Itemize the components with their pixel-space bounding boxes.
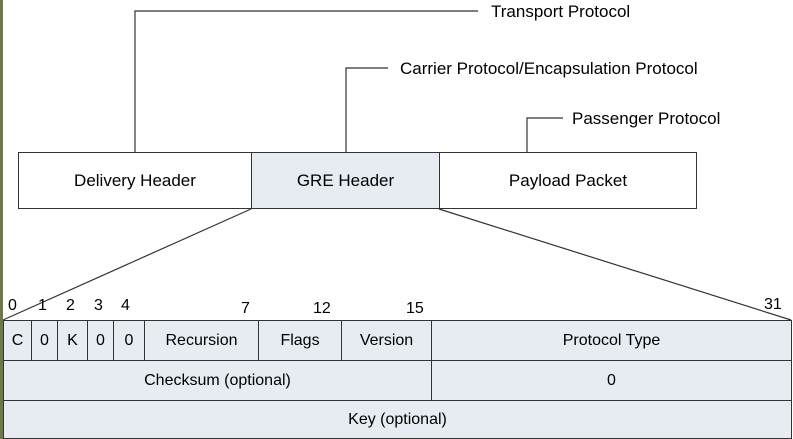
field-c: C (3, 320, 32, 361)
carrier-callout-line (345, 67, 388, 152)
field-k: K (57, 320, 88, 361)
left-edge-bar (0, 0, 3, 439)
carrier-protocol-label: Carrier Protocol/Encapsulation Protocol (400, 59, 698, 78)
bit-number-15: 15 (406, 300, 424, 317)
bit-number-1: 1 (38, 297, 47, 314)
transport-protocol-label: Transport Protocol (491, 2, 631, 21)
passenger-protocol-label: Passenger Protocol (572, 109, 721, 128)
bit-number-2: 2 (66, 297, 75, 314)
bit-number-4: 4 (121, 297, 130, 314)
bit-number-0: 0 (8, 297, 17, 314)
zoom-line-right (438, 208, 792, 321)
bit-number-3: 3 (94, 297, 103, 314)
field-version: Version (341, 320, 432, 361)
transport-callout-line (134, 10, 478, 152)
field-reserved-3: 0 (87, 320, 114, 361)
bit-number-12: 12 (313, 300, 331, 317)
gre-header-box: GRE Header (251, 152, 440, 209)
field-key: Key (optional) (3, 400, 792, 439)
zoom-line-left (2, 208, 252, 321)
bit-number-7: 7 (241, 300, 250, 317)
delivery-header-box: Delivery Header (18, 152, 252, 209)
field-recursion: Recursion (144, 320, 259, 361)
field-reserved-4: 0 (113, 320, 145, 361)
field-protocol-type: Protocol Type (431, 320, 792, 361)
passenger-callout-line (526, 117, 563, 152)
payload-packet-box: Payload Packet (439, 152, 697, 209)
field-flags: Flags (258, 320, 342, 361)
bit-number-31: 31 (764, 296, 782, 313)
field-reserved-1: 0 (31, 320, 58, 361)
field-reserved-zero: 0 (431, 360, 792, 401)
field-checksum: Checksum (optional) (3, 360, 432, 401)
